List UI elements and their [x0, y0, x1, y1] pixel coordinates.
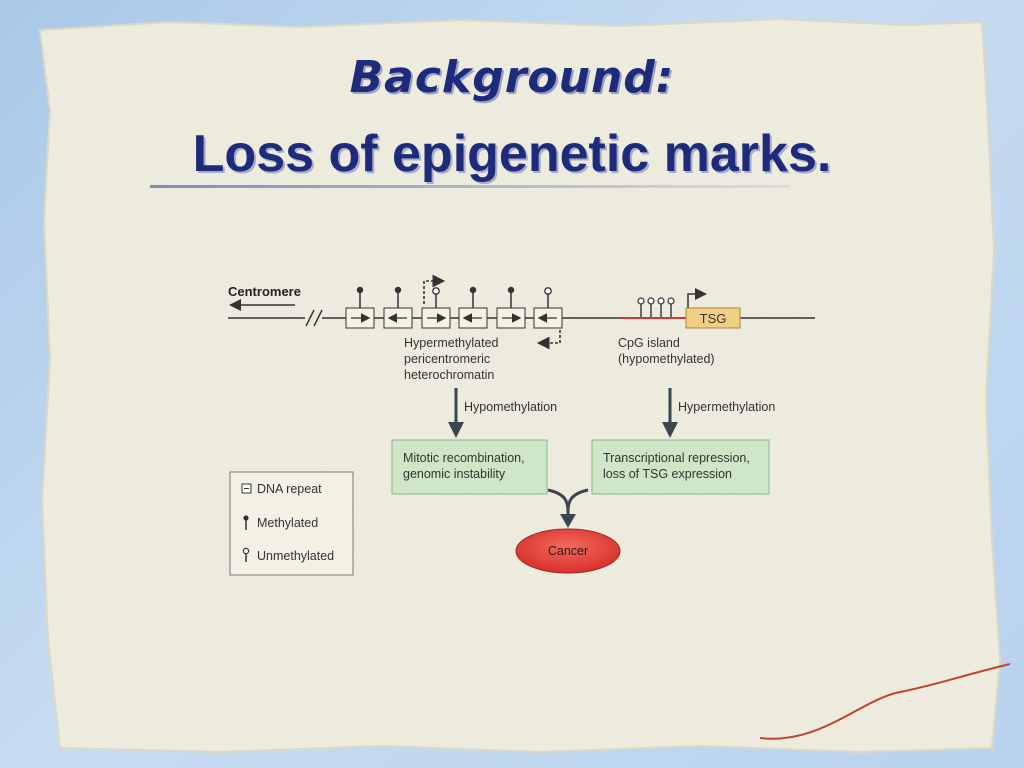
left-outcome-box [391, 439, 548, 495]
legend-unmethylated-label: Unmethylated [257, 549, 334, 563]
unmethylated-mark [544, 287, 552, 295]
tsg-transcription-arrow [687, 288, 707, 309]
cpg-unmethylated-marks [637, 297, 675, 317]
legend-methylated: Methylated [243, 515, 318, 530]
cancer-node [515, 528, 621, 574]
methylated-icon [243, 515, 249, 521]
hypomethylation-label: Hypomethylation [464, 400, 557, 414]
dna-repeat [421, 274, 451, 329]
dna-repeat [383, 286, 413, 329]
slide-heading: Background: [349, 52, 675, 103]
right-outcome-box [591, 439, 770, 495]
unmethylated-mark [432, 287, 440, 295]
decorative-thread [759, 663, 1011, 740]
right-outcome-text: Transcriptional repression, loss of TSG … [603, 451, 753, 481]
legend-unmethylated: Unmethylated [242, 547, 334, 563]
title-underline [150, 185, 790, 188]
unmethylated-icon [242, 547, 250, 555]
slide-title: Loss of epigenetic marks. [192, 125, 832, 183]
heterochromatin-label: Hypermethylated pericentromeric heteroch… [404, 336, 502, 382]
tsg-label: TSG [700, 311, 727, 326]
dna-repeat [496, 286, 526, 329]
methylated-mark [394, 286, 402, 294]
hypomethylation-arrow [448, 388, 464, 438]
legend-dna-repeat: DNA repeat [241, 482, 322, 496]
cancer-label: Cancer [548, 544, 588, 558]
centromere-label: Centromere [228, 284, 301, 299]
methylated-mark [469, 286, 477, 294]
cpg-island-label: CpG island (hypomethylated) [618, 336, 715, 366]
legend-methylated-label: Methylated [257, 516, 318, 530]
dna-repeat [458, 286, 488, 329]
converging-arrow [547, 488, 589, 528]
dna-repeat [345, 286, 375, 329]
methylated-mark [507, 286, 515, 294]
hypermethylation-arrow [662, 388, 678, 438]
dashed-transcript-arrow [536, 330, 561, 350]
hypermethylation-label: Hypermethylation [678, 400, 775, 414]
tsg-box [685, 307, 741, 329]
legend-dna-repeat-label: DNA repeat [257, 482, 322, 496]
dna-repeat [533, 287, 563, 350]
methylated-mark [356, 286, 364, 294]
left-outcome-text: Mitotic recombination, genomic instabili… [403, 451, 528, 481]
dashed-transcript-arrow [423, 274, 446, 304]
